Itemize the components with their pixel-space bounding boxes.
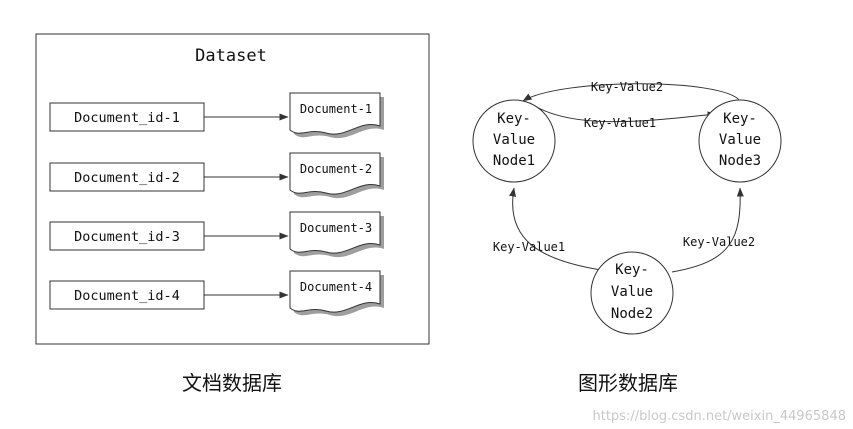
graph-edge-node1-node3 bbox=[529, 102, 717, 123]
graph-edge-node3-node1 bbox=[522, 83, 741, 102]
document-key-label: Document_id-4 bbox=[74, 288, 180, 304]
watermark-text: https://blog.csdn.net/weixin_44965848 bbox=[592, 409, 846, 424]
graph-node-3: Key- Value Node3 bbox=[698, 99, 782, 183]
dataset-title: Dataset bbox=[195, 46, 267, 66]
graph-edge-label: Key-Value2 bbox=[591, 80, 663, 94]
document-label: Document-3 bbox=[300, 221, 372, 235]
graph-database: Key-Value2 Key-Value1 Key-Value1 Key-Val… bbox=[472, 80, 782, 395]
graph-node-label: Value bbox=[611, 284, 653, 300]
graph-node-label: Key- bbox=[615, 262, 649, 278]
graph-edge-label: Key-Value1 bbox=[584, 116, 656, 130]
graph-node-1: Key- Value Node1 bbox=[472, 99, 556, 183]
document-key-box bbox=[49, 280, 205, 310]
document-key-box bbox=[49, 221, 205, 251]
document-label: Document-4 bbox=[300, 280, 372, 294]
document-key-box bbox=[49, 162, 205, 192]
graph-node-label: Value bbox=[719, 132, 761, 148]
graph-node-label: Key- bbox=[723, 111, 757, 127]
graph-node-circle bbox=[472, 99, 556, 183]
document-icon bbox=[289, 92, 381, 135]
graph-node-circle bbox=[590, 251, 674, 335]
document-database: Dataset Document_id-1 Document-1 Documen… bbox=[35, 33, 430, 395]
graph-edge-node2-node3 bbox=[671, 187, 744, 273]
document-db-caption: 文档数据库 bbox=[182, 371, 282, 395]
graph-node-label: Node2 bbox=[611, 306, 653, 322]
document-row: Document_id-1 Document-1 bbox=[49, 92, 384, 139]
document-label: Document-1 bbox=[300, 102, 372, 116]
graph-edge-node2-node1 bbox=[509, 187, 602, 271]
document-icon bbox=[289, 270, 381, 313]
graph-node-circle bbox=[698, 99, 782, 183]
document-row: Document_id-4 Document-4 bbox=[49, 270, 384, 317]
dataset-frame bbox=[35, 33, 430, 345]
document-key-label: Document_id-2 bbox=[74, 170, 180, 186]
graph-node-label: Value bbox=[493, 132, 535, 148]
document-row: Document_id-3 Document-3 bbox=[49, 211, 384, 258]
graph-edge-label: Key-Value2 bbox=[683, 235, 755, 249]
document-key-label: Document_id-1 bbox=[74, 110, 180, 126]
graph-db-caption: 图形数据库 bbox=[578, 371, 678, 395]
graph-node-2: Key- Value Node2 bbox=[590, 251, 674, 335]
document-key-box bbox=[49, 102, 205, 132]
document-icon bbox=[289, 152, 381, 195]
graph-node-label: Node3 bbox=[719, 153, 761, 169]
document-icon bbox=[289, 211, 381, 254]
graph-node-label: Key- bbox=[497, 111, 531, 127]
graph-edge-label: Key-Value1 bbox=[493, 240, 565, 254]
document-key-label: Document_id-3 bbox=[74, 229, 180, 245]
document-label: Document-2 bbox=[300, 162, 372, 176]
graph-node-label: Node1 bbox=[493, 153, 535, 169]
document-row: Document_id-2 Document-2 bbox=[49, 152, 384, 199]
